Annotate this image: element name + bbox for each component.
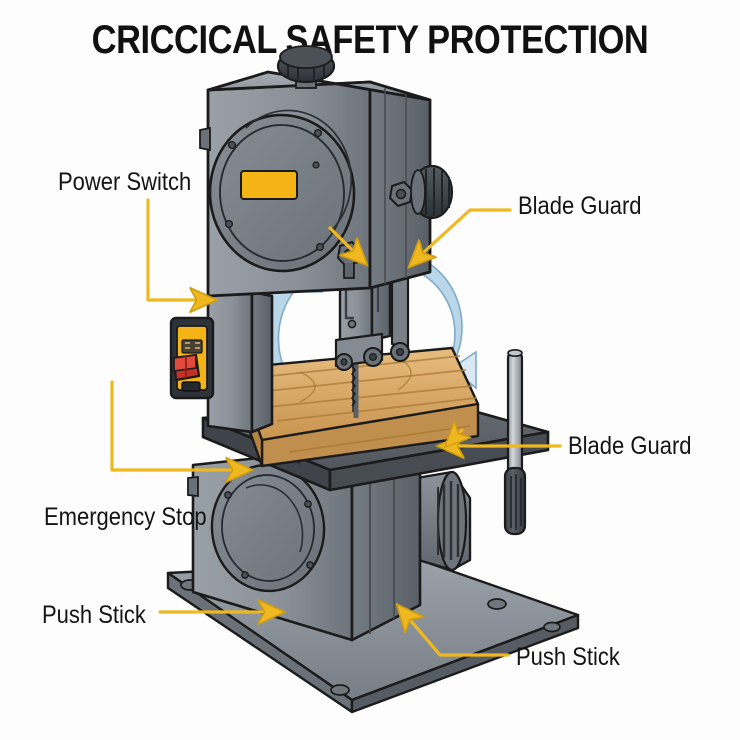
lower-cabinet <box>187 446 422 642</box>
callout-push-stick-left: Push Stick <box>42 601 146 629</box>
callout-blade-guard-top: Blade Guard <box>518 192 642 220</box>
push-stick-rod <box>503 348 527 536</box>
callout-blade-guard-mid: Blade Guard <box>568 432 692 460</box>
leader-bolt-pointer <box>328 226 364 262</box>
leader-push-stick-bottom <box>400 608 510 657</box>
switch-legend <box>181 339 203 354</box>
power-switch-box[interactable] <box>169 316 215 400</box>
guide-bearings <box>334 332 384 371</box>
amber-label-plate <box>240 170 298 200</box>
blade-guide-post <box>334 256 410 371</box>
callout-power-switch: Power Switch <box>58 168 192 196</box>
leader-blade-guard-top <box>412 208 512 264</box>
side-knob[interactable] <box>410 164 454 220</box>
leader-workpiece-pointer <box>448 430 462 444</box>
page-title: CRICCICAL SAFETY PROTECTION <box>91 18 649 62</box>
callout-emergency-stop: Emergency Stop <box>44 503 207 531</box>
column <box>206 290 274 434</box>
leader-power-switch <box>146 198 212 300</box>
leader-emergency-stop <box>110 380 248 470</box>
power-toggle[interactable] <box>181 381 201 392</box>
emergency-stop-button[interactable] <box>172 353 201 382</box>
tension-knob[interactable] <box>276 45 336 89</box>
callout-push-stick-bottom: Push Stick <box>516 643 620 671</box>
upper-wheel-housing <box>199 45 454 298</box>
hex-bolt-side[interactable] <box>388 180 414 208</box>
